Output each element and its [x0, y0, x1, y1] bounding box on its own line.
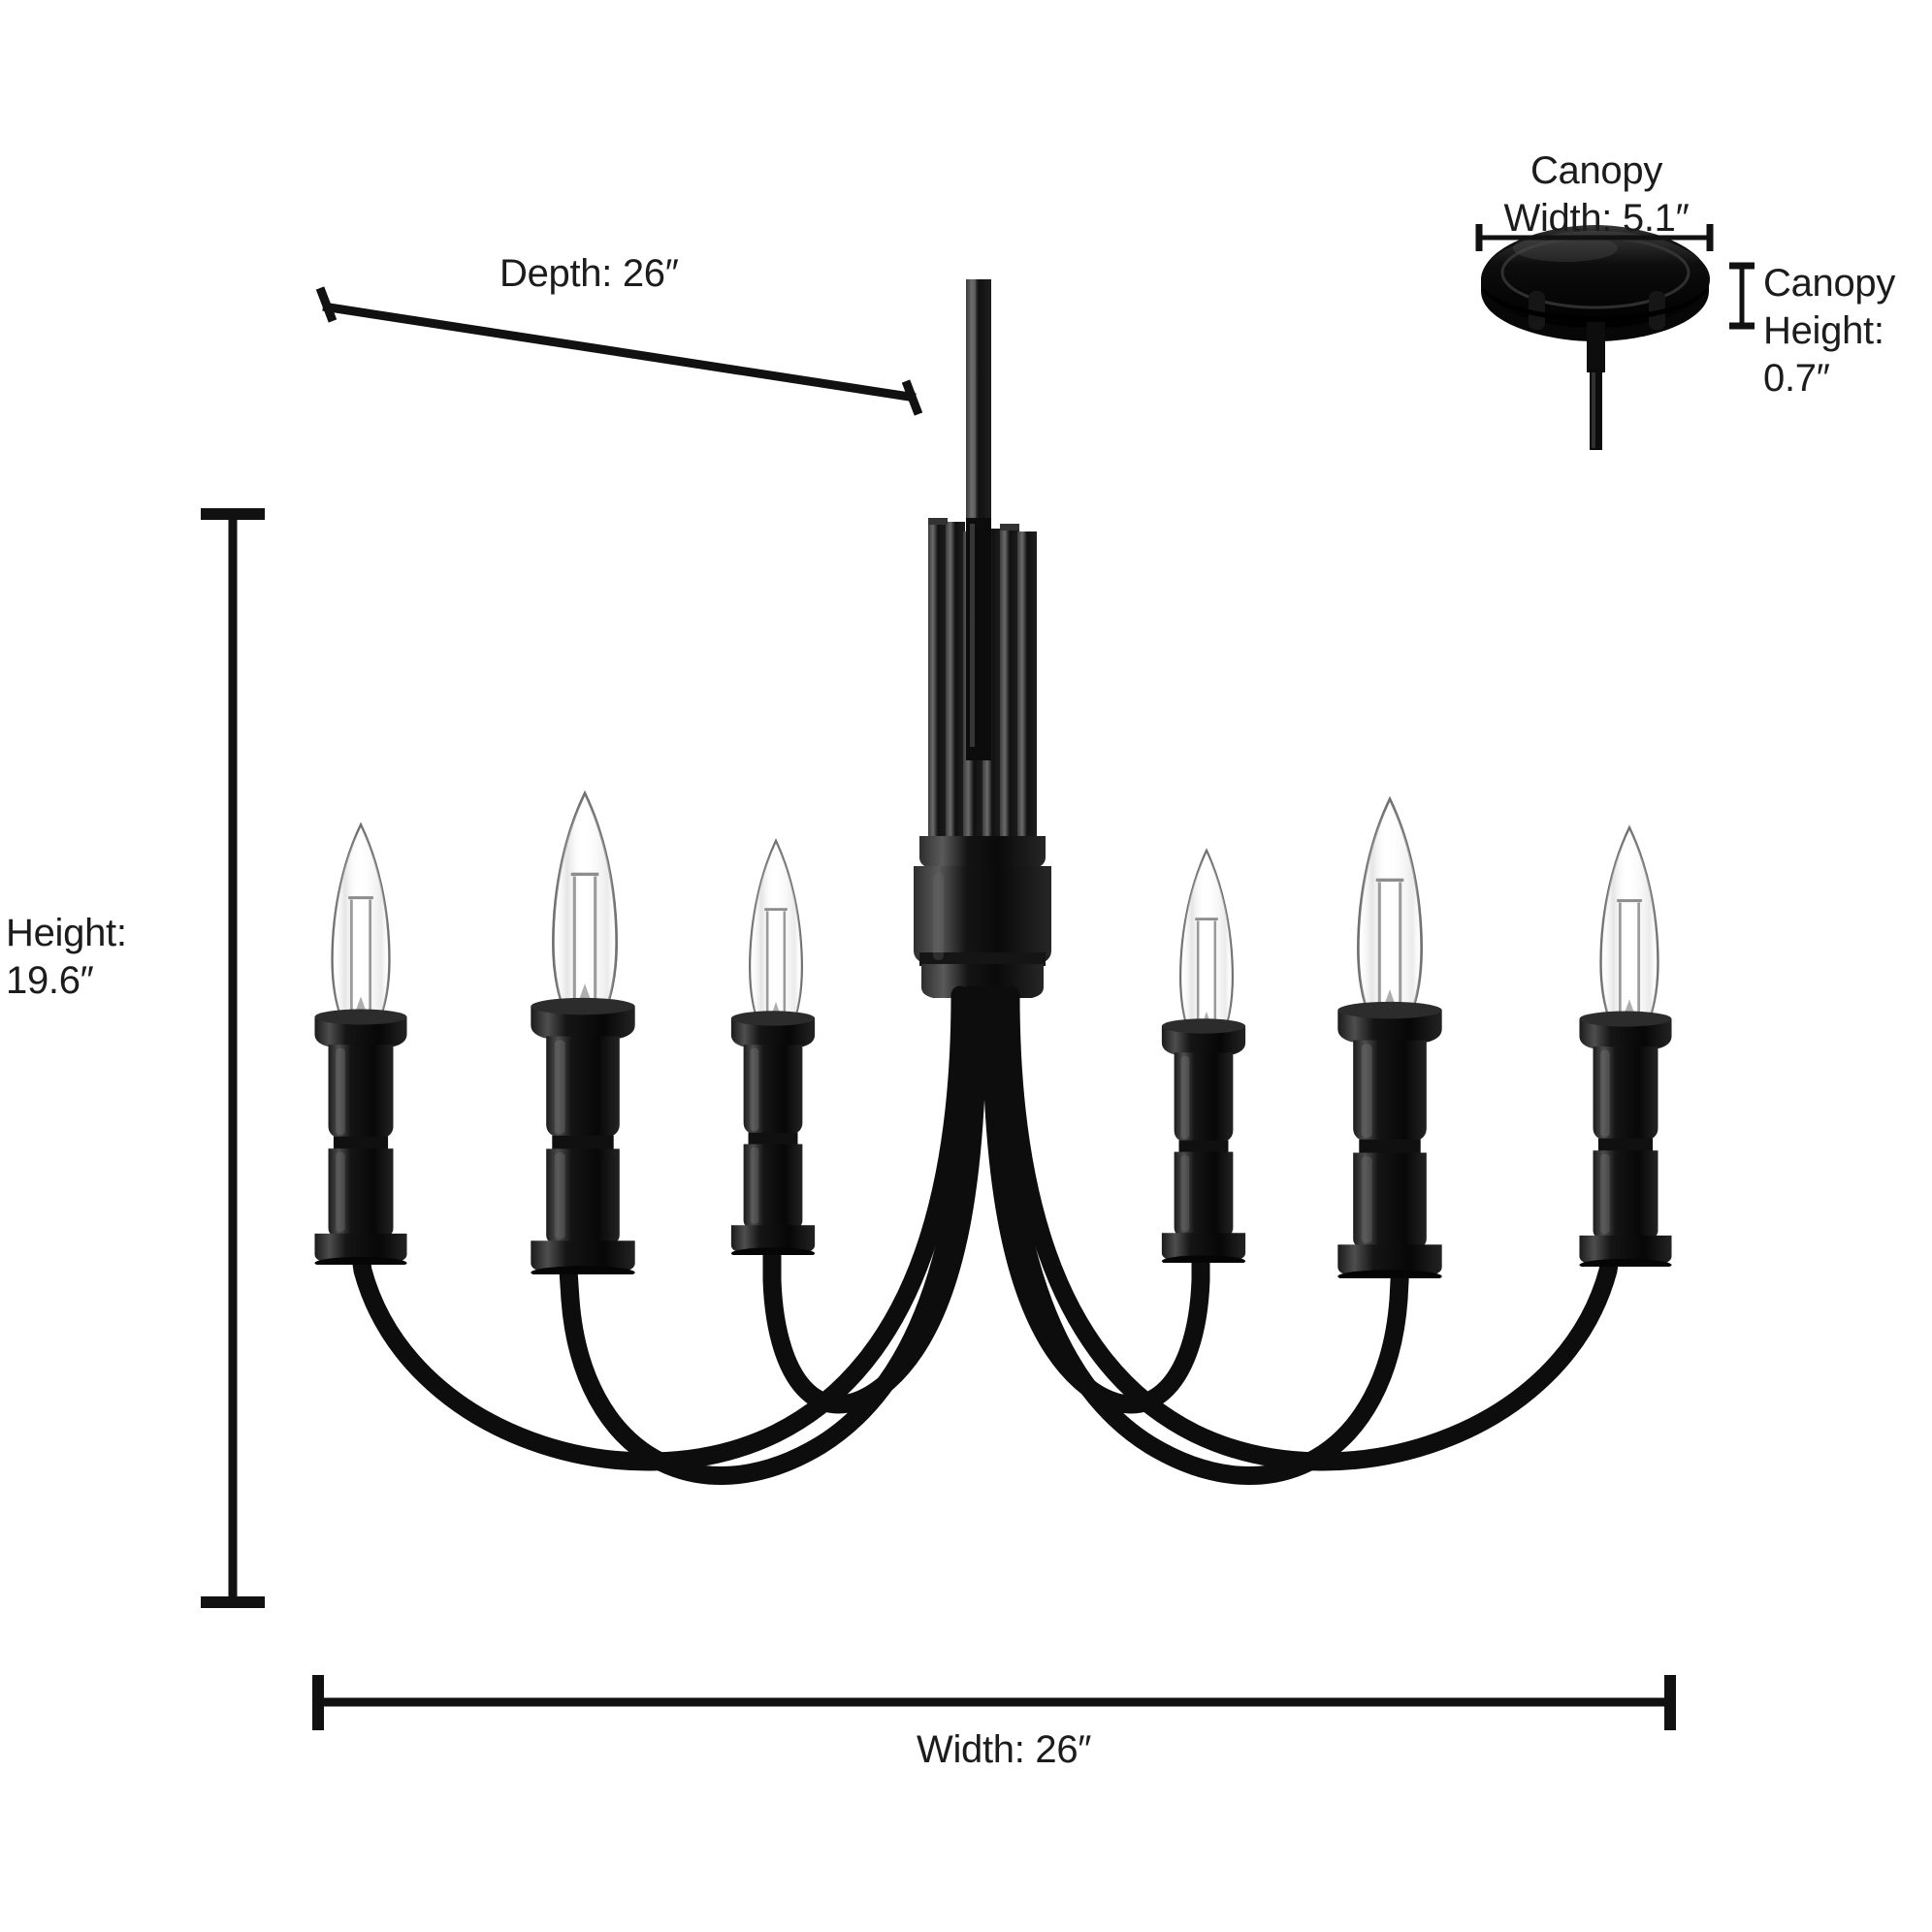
depth-dimension-line [315, 286, 923, 416]
depth-label: Depth: 26″ [499, 252, 679, 295]
canopy-width-dimension-line [1475, 224, 1714, 251]
height-label: Height: 19.6″ [6, 912, 127, 1002]
width-dimension-line [312, 1675, 1676, 1730]
downrod [966, 279, 991, 531]
curved-arms [351, 985, 1620, 1485]
width-label: Width: 26″ [917, 1728, 1092, 1771]
canopy-width-label: Canopy Width: 5.1″ [1503, 149, 1690, 240]
hub-collar [914, 836, 1051, 998]
rod-bundle-column [928, 518, 1037, 838]
canopy-height-dimension-line [1729, 262, 1755, 330]
canopy-height-label: Canopy Height: 0.7″ [1763, 262, 1896, 400]
height-dimension-line [201, 508, 265, 1608]
canopy-stem [1587, 322, 1605, 450]
